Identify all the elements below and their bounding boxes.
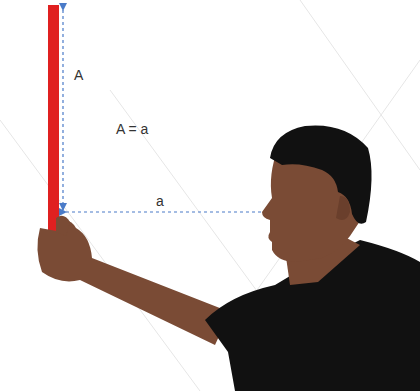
thumb <box>56 216 70 236</box>
arm <box>37 221 230 345</box>
ear <box>336 196 350 220</box>
dimension-label: A = a <box>116 122 148 136</box>
hair <box>270 125 372 223</box>
dimension-label: A <box>74 68 83 82</box>
dimension-arrow <box>62 10 63 210</box>
red-stick <box>48 5 59 245</box>
dimension-arrow <box>66 211 272 212</box>
dimension-label: a <box>156 194 164 208</box>
